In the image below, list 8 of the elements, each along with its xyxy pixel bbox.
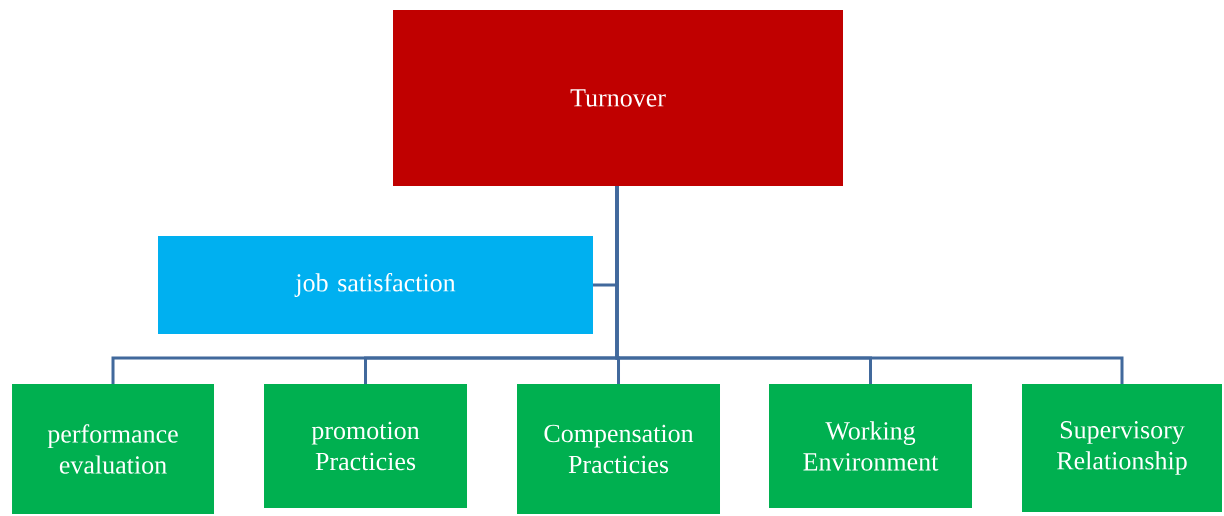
side-box: job satisfaction — [158, 236, 593, 334]
child-box: Compensation Practicies — [517, 384, 720, 514]
child-box: Working Environment — [769, 384, 972, 508]
child-box: Supervisory Relationship — [1022, 384, 1222, 512]
top-box: Turnover — [393, 10, 843, 186]
connector — [615, 186, 1124, 384]
child-box: promotion Practicies — [264, 384, 467, 508]
child-box: performance evaluation — [12, 384, 214, 514]
